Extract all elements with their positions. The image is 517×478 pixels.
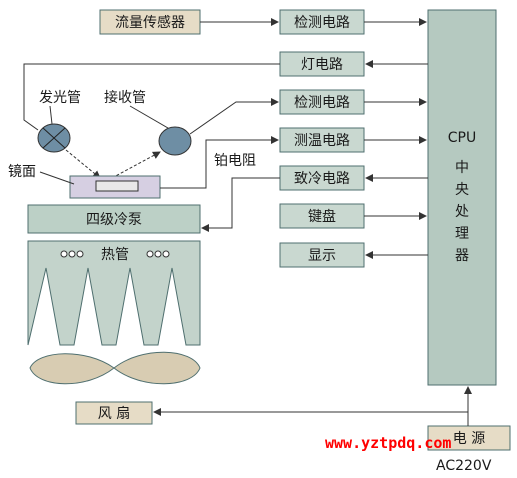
heat-pipe-hole-1 [60,250,68,258]
flow-sensor-block [99,9,201,35]
power-block [427,425,511,451]
cpu-block [427,9,497,386]
emitter-cross-2 [42,127,66,149]
cpu-char-2: 央 [455,182,469,198]
cpu-char-4: 理 [455,226,469,242]
keyboard-block [279,203,365,229]
lamp-circuit-label: 灯电路 [301,57,343,73]
emitter-label-leader [49,105,53,125]
display-label: 显示 [308,248,336,264]
display-block [279,242,365,268]
cpu-char-3: 处 [455,204,469,220]
receiver-label-leader [129,105,169,129]
watermark: www.yztpdq.com [325,434,451,452]
heat-pipe-hole-2 [68,250,76,258]
light-beam-out [111,151,161,179]
cooling-wire [201,177,280,232]
fan-blades [29,351,201,385]
temp-circuit-block [279,127,365,153]
platinum-resistor-label: 铂电阻 [214,153,256,169]
power-label: 电 源 [453,431,485,447]
heat-pipe-hole-4 [146,250,154,258]
heat-pipe-label: 热管 [101,247,129,263]
ac-input-label: AC220V [436,458,492,474]
cooling-circuit-label: 致冷电路 [294,171,350,187]
detect-circuit-2-label: 检测电路 [294,95,350,111]
heat-pipe-hole-6 [162,250,170,258]
temp-circuit-label: 测温电路 [294,133,350,149]
lamp-circuit-block [279,51,365,77]
mirror-label-leader [39,171,75,185]
fan-label: 风 扇 [98,406,130,422]
heat-pipe [27,240,201,346]
receiver-lamp [158,126,192,156]
detect-circuit-1-label: 检测电路 [294,15,350,31]
light-beam-in [65,149,101,179]
detect-circuit-1-block [279,9,365,35]
detect-circuit-2-block [279,89,365,115]
heat-pipe-hole-5 [154,250,162,258]
flow-sensor-label: 流量传感器 [115,14,185,31]
receiver-label: 接收管 [104,89,146,106]
pump-label: 四级冷泵 [86,212,142,228]
cpu-char-5: 器 [455,248,469,264]
emitter-label: 发光管 [39,90,81,106]
mirror-label: 镜面 [8,164,36,180]
keyboard-label: 键盘 [308,208,336,225]
fan-block [75,401,153,425]
platinum-resistor-wire [160,136,279,189]
cpu-char-1: 中 [455,160,469,176]
heat-pipe-hole-3 [76,250,84,258]
platinum-resistor [95,180,139,192]
receiver-wire [189,98,279,135]
pump-block [27,204,201,234]
cooling-circuit-block [279,165,365,191]
cpu-title: CPU [448,130,476,146]
lamp-wire [23,63,280,131]
